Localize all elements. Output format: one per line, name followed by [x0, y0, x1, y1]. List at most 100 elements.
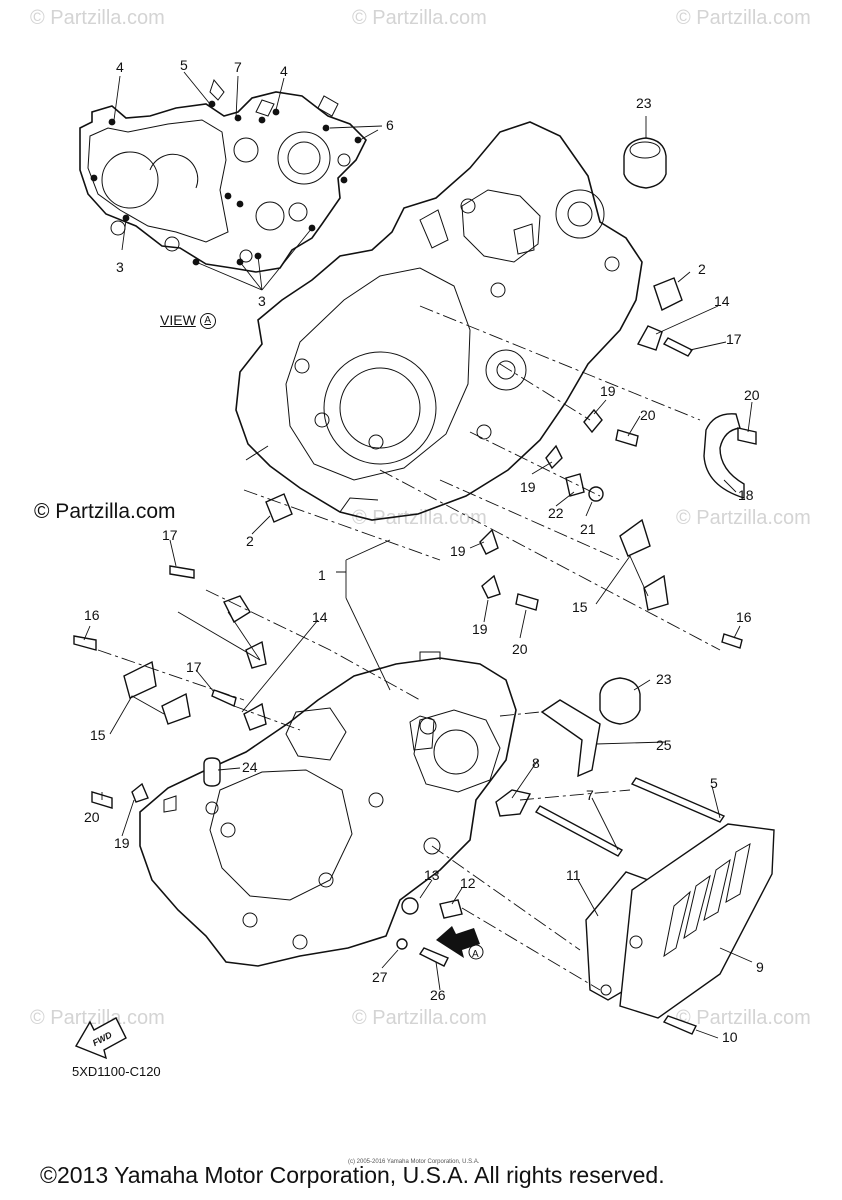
bolt-17-left: [169, 565, 195, 579]
callout-15: 15: [90, 727, 106, 743]
callout-15: 15: [572, 599, 588, 615]
collar-24: [203, 757, 221, 787]
watermark: © Partzilla.com: [676, 1007, 811, 1029]
bolt-17-lower: [211, 689, 237, 707]
callout-13: 13: [424, 867, 440, 883]
callout-14: 14: [312, 609, 328, 625]
bolt-10: [662, 1015, 697, 1035]
plate-14-left-b: [245, 640, 267, 669]
callout-5: 5: [180, 57, 188, 73]
watermark: © Partzilla.com: [676, 507, 811, 529]
callout-9: 9: [756, 959, 764, 975]
callout-7: 7: [586, 787, 594, 803]
watermark: © Partzilla.com: [30, 7, 165, 29]
plate-15-right-a: [619, 518, 651, 557]
callout-19: 19: [114, 835, 130, 851]
callout-16: 16: [736, 609, 752, 625]
arrow-ref-label: A: [472, 949, 479, 960]
bolt-20-right: [737, 427, 757, 445]
callout-12: 12: [460, 875, 476, 891]
lower-crankcase: [139, 651, 517, 967]
plate-15-right-b: [643, 574, 669, 611]
callout-19: 19: [472, 621, 488, 637]
upper-crankcase: [235, 121, 643, 521]
washer-27: [396, 938, 408, 950]
callout-6: 6: [386, 117, 394, 133]
plate-19-left: [131, 782, 149, 803]
washer-21: [588, 486, 604, 502]
watermark: © Partzilla.com: [352, 1007, 487, 1029]
view-label: VIEW A: [160, 312, 216, 330]
fwd-arrow: FWD: [74, 1017, 127, 1060]
stud-bolt-5: [630, 777, 726, 823]
callout-20: 20: [640, 407, 656, 423]
view-a-inset: [79, 71, 383, 291]
callout-17: 17: [162, 527, 178, 543]
callout-20: 20: [744, 387, 760, 403]
oil-seal-23-upper: [623, 137, 667, 189]
site-watermark: © Partzilla.com: [34, 500, 176, 523]
callout-16: 16: [84, 607, 100, 623]
bolt-dots: [90, 100, 362, 266]
callout-17: 17: [726, 331, 742, 347]
callout-19: 19: [450, 543, 466, 559]
bolt-16-left: [73, 635, 97, 651]
view-a-arrow: [436, 926, 480, 958]
callout-21: 21: [580, 521, 596, 537]
tiny-copyright-note: (c) 2005-2016 Yamaha Motor Corporation, …: [348, 1159, 480, 1165]
callout-11: 11: [566, 867, 581, 883]
watermark: © Partzilla.com: [352, 7, 487, 29]
callout-23: 23: [636, 95, 652, 111]
callout-14: 14: [714, 293, 730, 309]
bolt-17-upper: [662, 337, 694, 357]
assembly-lines: [97, 305, 721, 991]
guide-25: [540, 699, 601, 778]
callout-7: 7: [234, 59, 242, 75]
callout-26: 26: [430, 987, 446, 1003]
copyright-line: ©2013 Yamaha Motor Corporation, U.S.A. A…: [40, 1162, 665, 1188]
view-label-ref: A: [199, 313, 216, 330]
plate-15-left-a: [123, 660, 157, 699]
callout-5: 5: [710, 775, 718, 791]
callout-24: 24: [242, 759, 258, 775]
washer-13: [401, 897, 419, 915]
callout-17: 17: [186, 659, 202, 675]
plate-19-b: [545, 444, 563, 470]
small-parts: [73, 137, 775, 1035]
dowel-pin-2-right: [653, 277, 683, 311]
clamp-18: [703, 413, 745, 499]
dowel-pin-2-left: [265, 493, 293, 523]
bolt-26: [418, 947, 449, 967]
holder-8: [495, 789, 532, 817]
view-label-text: VIEW: [160, 312, 196, 328]
plate-15-left-b: [161, 692, 191, 725]
callout-19: 19: [600, 383, 616, 399]
callout-8: 8: [532, 755, 540, 771]
plate-14-lower: [243, 702, 267, 731]
plate-19-c: [479, 528, 499, 555]
callout-4: 4: [280, 63, 288, 79]
callout-4: 4: [116, 59, 124, 75]
stud-bolt-7: [534, 805, 624, 857]
watermark: © Partzilla.com: [352, 507, 487, 529]
figure-code: 5XD1100-C120: [72, 1064, 161, 1079]
callout-20: 20: [512, 641, 528, 657]
cover-9: [619, 823, 775, 1019]
callout-20: 20: [84, 809, 100, 825]
bolt-20-mid: [615, 429, 639, 447]
callout-2: 2: [698, 261, 706, 277]
watermarks: © Partzilla.com © Partzilla.com © Partzi…: [30, 7, 811, 1029]
callout-22: 22: [548, 505, 564, 521]
bolt-16-right: [721, 633, 743, 649]
leader-lines: [83, 116, 753, 1039]
callout-1: 1: [318, 567, 326, 583]
plug-12: [439, 899, 463, 919]
callout-numbers: 4 5 7 4 6 3 3 23 2 14 17 20 18 19 20 19 …: [84, 57, 764, 1045]
collar-22: [565, 473, 585, 497]
bolt-20-center: [515, 593, 539, 611]
callout-27: 27: [372, 969, 388, 985]
callout-2: 2: [246, 533, 254, 549]
callout-19: 19: [520, 479, 536, 495]
callout-3: 3: [116, 259, 124, 275]
